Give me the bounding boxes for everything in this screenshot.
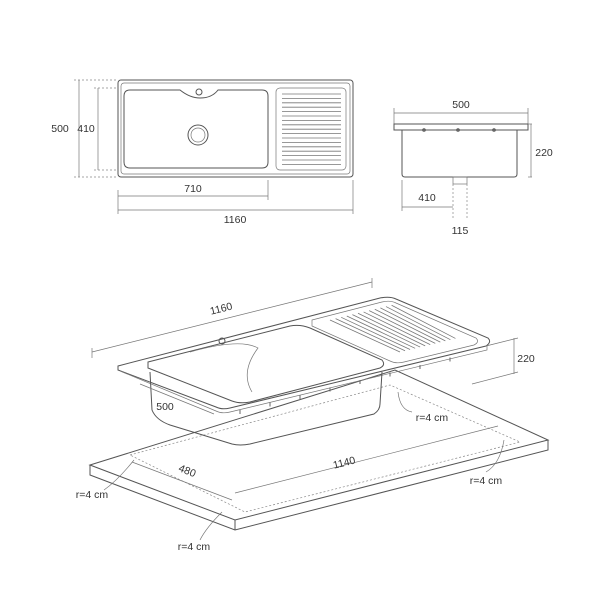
- top-view-drainboard: [275, 87, 347, 171]
- top-view-rim: [120, 82, 351, 175]
- iso-drainboard-rib: [363, 311, 431, 345]
- iso-dim-line-480: [131, 461, 233, 501]
- dim-label-710: 710: [184, 183, 202, 195]
- iso-rim-edge: [119, 346, 488, 414]
- clip-3: [492, 128, 496, 132]
- iso-dim-220-ext-bottom: [471, 371, 519, 385]
- dim-label-1160: 1160: [224, 214, 247, 226]
- iso-drainboard: [311, 300, 478, 364]
- clip-2: [456, 128, 460, 132]
- dim-label-410: 410: [77, 123, 95, 135]
- iso-tap-hole: [218, 337, 226, 345]
- iso-bowl-body: [149, 371, 383, 446]
- iso-drainboard-rib: [341, 316, 411, 350]
- dim-label-side-410: 410: [418, 192, 436, 204]
- iso-drainboard-rib: [391, 304, 456, 339]
- side-view-bowl: [401, 130, 518, 178]
- iso-drainboard-rib: [385, 306, 451, 341]
- side-view: 500 220 410 115: [393, 99, 553, 237]
- iso-dim-line-1140: [234, 425, 499, 494]
- countertop-top: [88, 369, 550, 521]
- side-view-outlet: [452, 176, 468, 185]
- iso-dim-label-480: 480: [177, 462, 198, 480]
- dim-label-side-115: 115: [452, 225, 469, 237]
- iso-drainboard-rib: [374, 308, 441, 343]
- drain-outlet-inner: [190, 127, 206, 143]
- iso-dim-label-220: 220: [517, 353, 535, 365]
- side-view-rim: [393, 123, 529, 131]
- iso-dim-line-500: [139, 383, 215, 415]
- iso-dim-label-1140: 1140: [332, 454, 357, 471]
- radius-label-4: r=4 cm: [178, 541, 211, 553]
- iso-sink-rim: [117, 296, 491, 410]
- iso-drainboard-rib: [352, 314, 421, 348]
- dim-label-500: 500: [51, 123, 69, 135]
- top-view-bowl: [123, 89, 269, 169]
- radius-leader-2: [485, 439, 505, 473]
- iso-drainboard-ribs: [329, 304, 456, 353]
- top-view: 710 1160 500 410: [51, 79, 354, 226]
- radius-label-3: r=4 cm: [76, 489, 109, 501]
- radius-leader-3: [103, 459, 135, 491]
- dim-label-side-500: 500: [452, 99, 470, 111]
- iso-drainboard-rib: [369, 310, 436, 344]
- iso-drainboard-rib: [329, 319, 401, 353]
- iso-dim-220-ext-top: [485, 337, 519, 347]
- top-view-outline: [117, 79, 354, 178]
- iso-bowl-opening: [147, 324, 385, 404]
- dim-label-side-220: 220: [535, 147, 553, 159]
- iso-drainboard-rib: [380, 307, 446, 342]
- drainboard-ribs: [282, 93, 341, 165]
- iso-drainboard-rib: [346, 315, 416, 349]
- iso-dim-label-500: 500: [156, 401, 174, 413]
- countertop-cutout: [129, 384, 522, 513]
- radius-label-1: r=4 cm: [416, 412, 449, 424]
- iso-dim-label-1160: 1160: [209, 300, 234, 317]
- radius-leader-1: [397, 391, 413, 413]
- iso-drainboard-rib: [357, 312, 426, 347]
- tap-hole: [195, 88, 203, 96]
- iso-bowl-contour: [189, 343, 259, 393]
- iso-rim-clips: [239, 357, 451, 414]
- isometric-view: 1160 220 500 1140 480 r=4 cm r=4 cm r=4 …: [76, 278, 550, 553]
- iso-dim-line-1160: [91, 281, 373, 353]
- radius-label-2: r=4 cm: [470, 475, 503, 487]
- clip-1: [422, 128, 426, 132]
- radius-leader-4: [199, 511, 223, 541]
- drain-outlet: [187, 124, 209, 146]
- iso-drainboard-rib: [335, 318, 406, 352]
